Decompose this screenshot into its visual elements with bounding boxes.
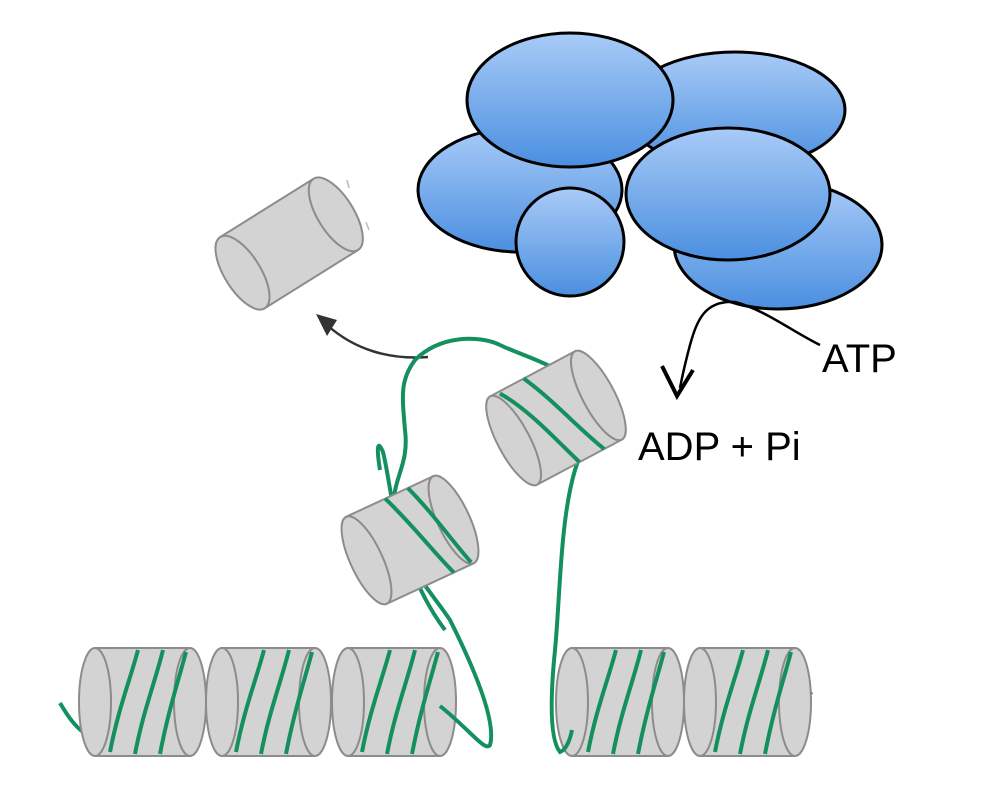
atp-label: ATP xyxy=(822,337,897,381)
dna-loop xyxy=(391,336,587,749)
nucleosome-icon xyxy=(214,176,364,311)
arrowhead-icon xyxy=(660,365,695,401)
nucleosome-icon xyxy=(331,647,457,757)
complex-subunit xyxy=(465,31,675,169)
atp-input-curve xyxy=(678,300,821,389)
ejection-arrow xyxy=(326,324,429,359)
tick-mark xyxy=(346,179,350,189)
nucleosome-icon xyxy=(78,647,207,757)
tick-mark xyxy=(365,221,370,231)
remodeling-complex-icon xyxy=(416,31,884,311)
complex-subunit xyxy=(514,186,626,298)
complex-subunit xyxy=(624,126,832,262)
nucleosome-icon xyxy=(340,474,480,606)
arrowhead-icon xyxy=(316,314,337,336)
nucleosome-icon xyxy=(555,647,685,757)
adp-pi-label: ADP + Pi xyxy=(638,425,801,469)
nucleosome-icon xyxy=(205,647,332,757)
nucleosome-icon xyxy=(485,349,627,487)
nucleosome-icon xyxy=(683,647,812,757)
atp-hydrolysis-arrow xyxy=(660,300,821,401)
